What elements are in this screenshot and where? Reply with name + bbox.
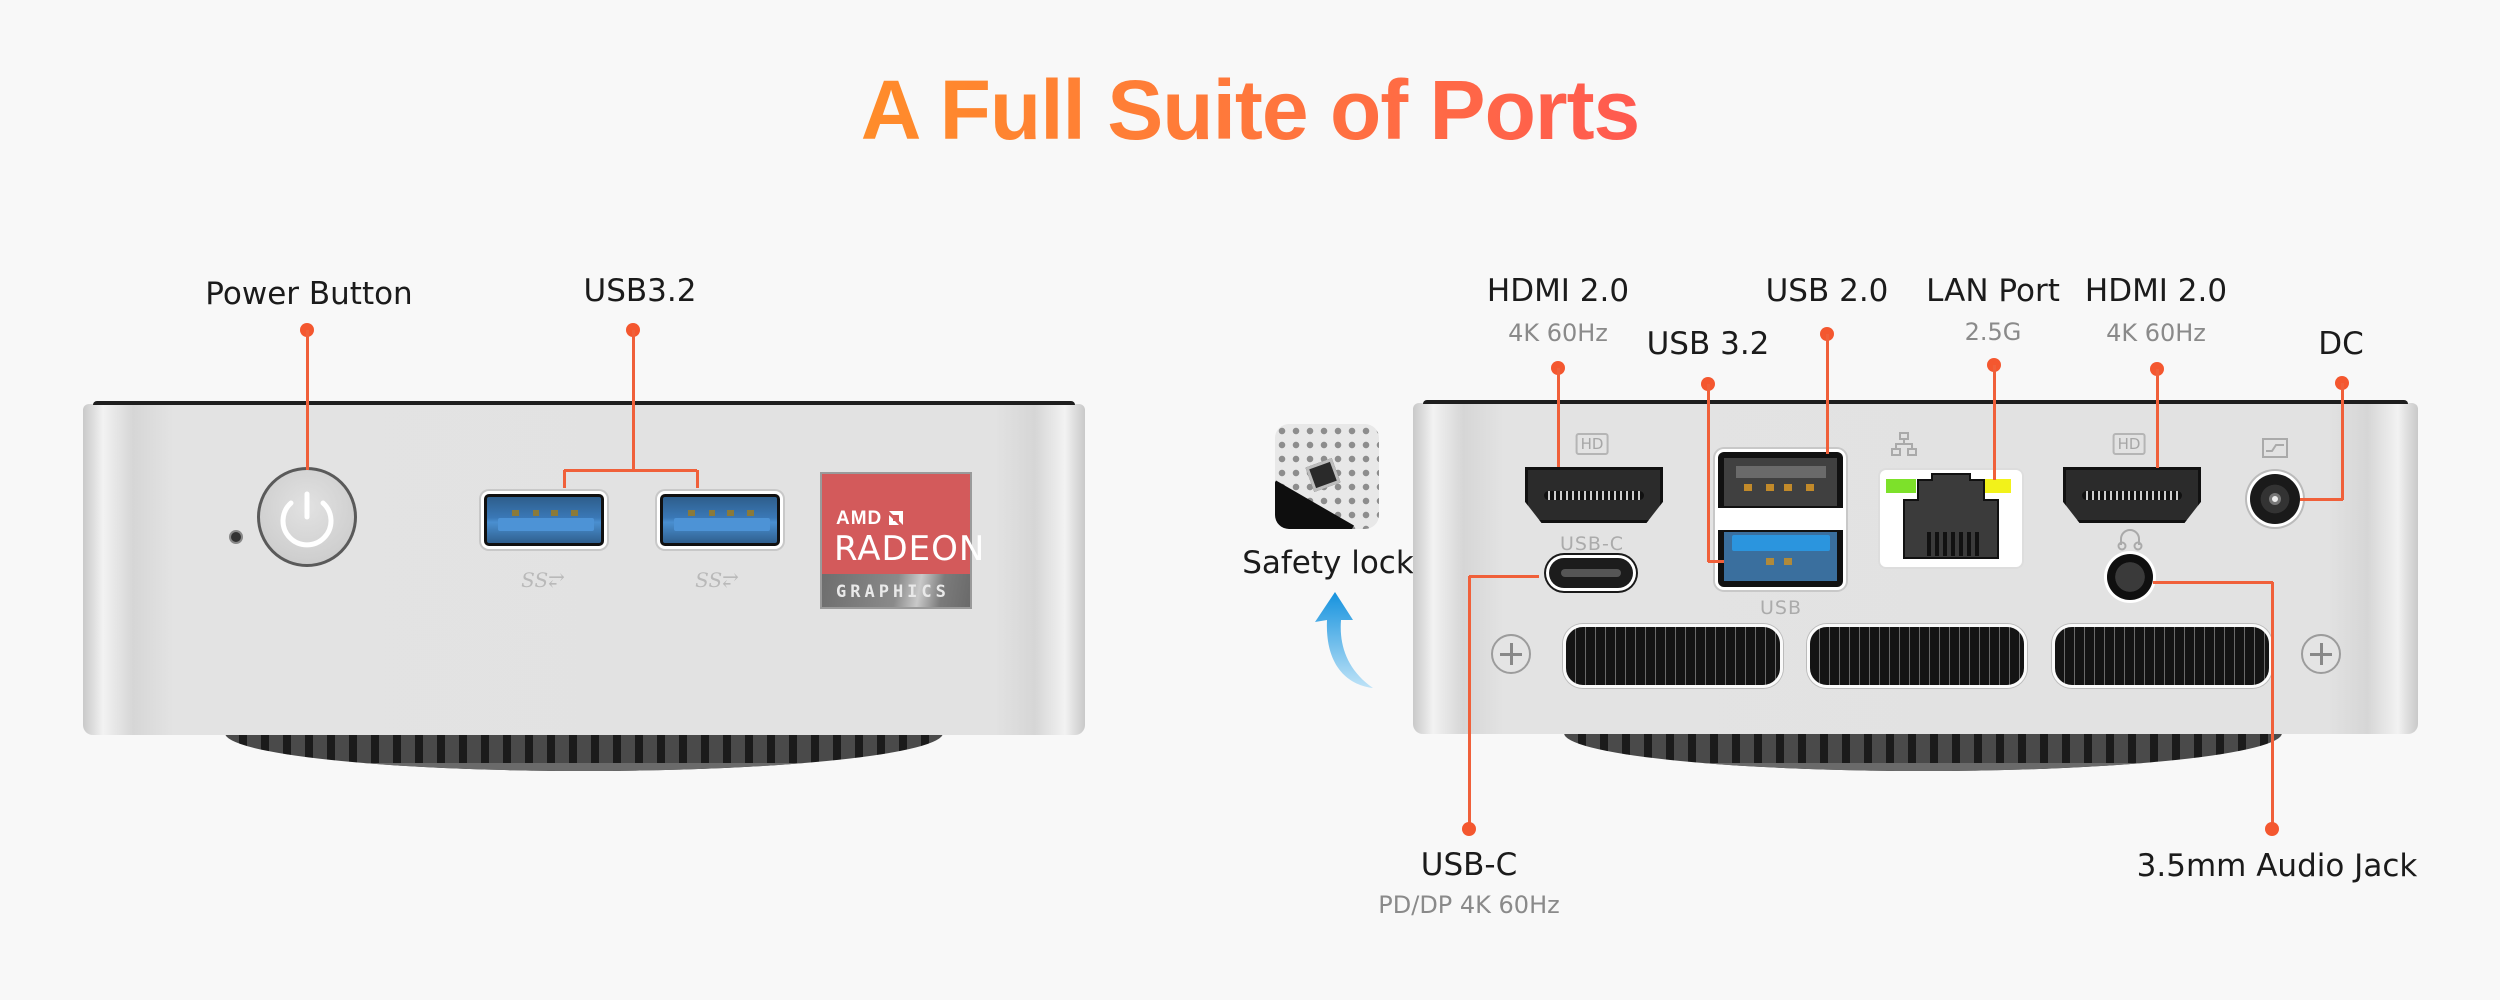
hdmi-port-left[interactable] — [1525, 467, 1663, 523]
curved-arrow-up-icon — [1315, 592, 1373, 688]
usb20-port[interactable] — [1724, 458, 1837, 506]
headphone-icon — [2117, 529, 2143, 551]
status-led — [229, 530, 243, 544]
dc-jack[interactable] — [2250, 474, 2300, 524]
lan-port-housing — [1880, 470, 2022, 567]
callout-line — [1469, 574, 1539, 578]
amd-arrow-logo-icon — [889, 511, 903, 525]
callout-line — [1467, 576, 1471, 829]
callout-dot — [2265, 822, 2279, 836]
label-safety-lock: Safety lock — [1242, 545, 1414, 581]
front-usb-port-1[interactable] — [484, 494, 604, 546]
rear-vent-3 — [2052, 624, 2272, 688]
callout-line — [2270, 582, 2274, 829]
sublabel-hdmi-left: 4K 60Hz — [1508, 319, 1608, 347]
callout-line — [1706, 384, 1710, 562]
lan-led-activity — [1981, 479, 2011, 493]
sublabel-hdmi-right: 4K 60Hz — [2106, 319, 2206, 347]
audio-jack[interactable] — [2107, 554, 2153, 600]
front-base-vent — [225, 733, 943, 771]
hdmi-logo-icon: HD — [1575, 433, 1609, 455]
label-dc: DC — [2318, 326, 2364, 362]
label-audio-jack: 3.5mm Audio Jack — [2136, 848, 2418, 884]
badge-brand: AMD — [836, 508, 883, 529]
front-view: SS⥂ SS⥂ AMD RADEON GRAPHICS Power Button… — [83, 273, 1085, 771]
usbc-port[interactable] — [1549, 558, 1633, 588]
superspeed-usb-icon: SS⥂ — [521, 568, 565, 592]
badge-product: RADEON — [834, 529, 986, 569]
callout-line — [631, 330, 635, 470]
callout-line — [2300, 497, 2343, 501]
amd-radeon-badge: AMD RADEON GRAPHICS — [822, 474, 984, 607]
usbc-caption: USB-C — [1559, 533, 1625, 555]
sublabel-usbc: PD/DP 4K 60Hz — [1378, 891, 1560, 919]
usb-stack — [1718, 452, 1843, 587]
callout-dot — [1462, 822, 1476, 836]
rear-view: Safety lock HD HD USB-C USB — [1242, 0, 2500, 1000]
power-button[interactable] — [257, 467, 357, 567]
label-lan-port: LAN Port — [1926, 273, 2060, 309]
label-usb32-rear: USB 3.2 — [1646, 326, 1770, 362]
badge-line: GRAPHICS — [836, 582, 950, 602]
rear-base-vent — [1564, 733, 2282, 771]
hdmi-logo-icon: HD — [2112, 433, 2146, 455]
label-usb20: USB 2.0 — [1765, 273, 1889, 309]
page-title: A Full Suite of Ports — [860, 63, 1641, 157]
callout-line — [695, 470, 699, 488]
power-plug-icon — [2262, 438, 2288, 458]
screw-icon — [2301, 634, 2341, 674]
hdmi-port-right[interactable] — [2063, 467, 2201, 523]
screw-icon — [1491, 634, 1531, 674]
sublabel-lan-port: 2.5G — [1964, 318, 2022, 346]
network-icon — [1891, 432, 1917, 456]
callout-line — [564, 468, 697, 472]
label-power-button: Power Button — [205, 276, 413, 312]
power-icon — [280, 491, 334, 548]
label-usb32-front: USB3.2 — [583, 273, 697, 309]
rear-vent-1 — [1563, 624, 1783, 688]
label-hdmi-right: HDMI 2.0 — [2084, 273, 2228, 309]
callout-line — [305, 330, 309, 470]
label-usbc: USB-C — [1420, 847, 1518, 883]
callout-line — [1708, 559, 1724, 563]
lan-led-link — [1886, 479, 1916, 493]
callout-line — [2340, 383, 2344, 500]
superspeed-usb-icon: SS⥂ — [695, 568, 739, 592]
callout-line — [562, 470, 566, 488]
lan-port[interactable] — [1894, 470, 2008, 560]
callout-line — [2155, 369, 2159, 468]
front-usb-port-2[interactable] — [660, 494, 780, 546]
callout-line — [2153, 580, 2273, 584]
callout-line — [1992, 365, 1996, 480]
callout-line — [1825, 334, 1829, 454]
rear-vent-2 — [1807, 624, 2027, 688]
usb32-port-rear[interactable] — [1724, 532, 1837, 581]
usb-caption: USB — [1759, 597, 1803, 619]
safety-lock-thumbnail — [1275, 424, 1379, 529]
label-hdmi-left: HDMI 2.0 — [1486, 273, 1630, 309]
callout-line — [1556, 368, 1560, 467]
